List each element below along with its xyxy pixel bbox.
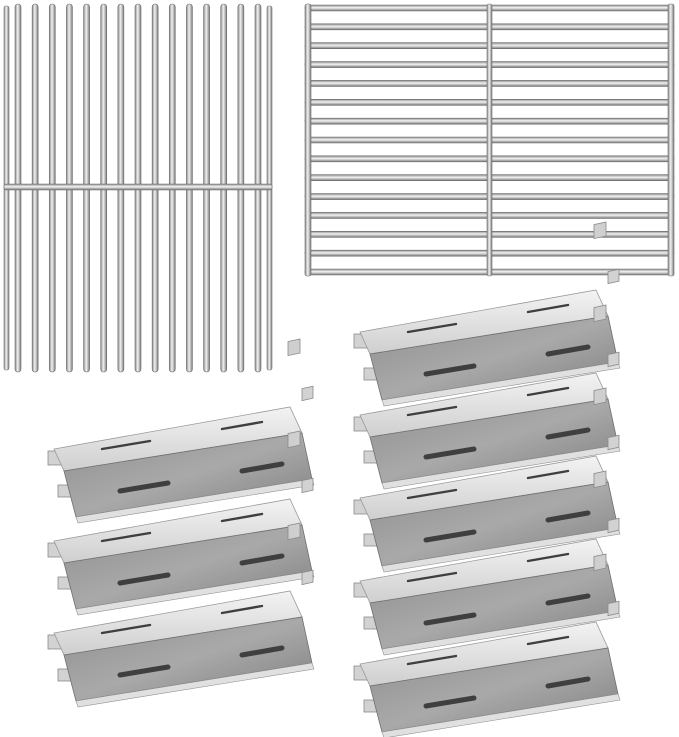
grate-frame bbox=[304, 3, 312, 277]
plate-slot bbox=[406, 405, 458, 417]
plate-tab bbox=[287, 430, 301, 449]
heat-plate bbox=[47, 338, 315, 524]
plate-tab bbox=[593, 387, 607, 406]
plate-slot bbox=[220, 512, 264, 523]
heat-plate bbox=[353, 470, 621, 656]
plate-slot bbox=[545, 510, 591, 523]
plate-slot bbox=[423, 363, 477, 377]
plate-slot bbox=[220, 420, 264, 431]
plate-slot bbox=[406, 322, 458, 334]
plate-tab bbox=[593, 470, 607, 489]
plate-slot bbox=[406, 654, 458, 666]
plate-slot bbox=[423, 446, 477, 460]
heat-plate bbox=[47, 430, 315, 616]
plate-slot bbox=[117, 480, 171, 494]
plate-slot bbox=[526, 469, 570, 480]
plate-slot bbox=[526, 635, 570, 646]
plate-tab bbox=[301, 477, 314, 494]
plate-slot bbox=[423, 695, 477, 709]
plate-tab bbox=[287, 338, 301, 357]
plate-tab bbox=[607, 268, 620, 285]
plate-slot bbox=[406, 488, 458, 500]
vertical-cooking-grate bbox=[3, 3, 273, 373]
plate-slot bbox=[545, 427, 591, 440]
plate-slot bbox=[100, 439, 152, 451]
plate-tab bbox=[607, 517, 620, 534]
plate-tab bbox=[301, 569, 314, 586]
plate-slot bbox=[526, 386, 570, 397]
plate-slot bbox=[545, 593, 591, 606]
plate-tab bbox=[607, 600, 620, 617]
plate-lip bbox=[381, 610, 621, 656]
plate-tab bbox=[287, 522, 301, 541]
plate-slot bbox=[545, 344, 591, 357]
plate-lip bbox=[381, 444, 621, 490]
plate-slot bbox=[100, 623, 152, 635]
plate-lip bbox=[381, 361, 621, 407]
plate-lip bbox=[381, 693, 621, 737]
plate-lip bbox=[381, 527, 621, 573]
plate-tab bbox=[607, 434, 620, 451]
plate-lip bbox=[75, 662, 315, 708]
heat-plate bbox=[47, 522, 315, 708]
heat-plate bbox=[353, 553, 621, 737]
plate-tab bbox=[593, 221, 607, 240]
plate-slot bbox=[423, 529, 477, 543]
grate-cross-bar bbox=[3, 183, 273, 191]
plate-slot bbox=[220, 604, 264, 615]
plate-slot bbox=[239, 461, 285, 474]
plate-tab bbox=[593, 553, 607, 572]
plate-slot bbox=[526, 303, 570, 314]
heat-plate bbox=[353, 387, 621, 573]
plate-lip bbox=[75, 478, 315, 524]
plate-slot bbox=[239, 553, 285, 566]
plate-slot bbox=[117, 664, 171, 678]
plate-tab bbox=[593, 304, 607, 323]
grate-center-bar bbox=[486, 3, 493, 277]
plate-slot bbox=[406, 571, 458, 583]
plate-slot bbox=[100, 531, 152, 543]
plate-lip bbox=[75, 570, 315, 616]
heat-plate bbox=[353, 304, 621, 490]
plate-tab bbox=[607, 351, 620, 368]
plate-tab bbox=[301, 385, 314, 402]
plate-slot bbox=[545, 676, 591, 689]
horizontal-cooking-grate bbox=[304, 3, 675, 277]
plate-slot bbox=[239, 645, 285, 658]
plate-slot bbox=[117, 572, 171, 586]
grate-frame bbox=[667, 3, 675, 277]
plate-slot bbox=[526, 552, 570, 563]
heat-plates-group bbox=[47, 221, 621, 737]
plate-slot bbox=[423, 612, 477, 626]
